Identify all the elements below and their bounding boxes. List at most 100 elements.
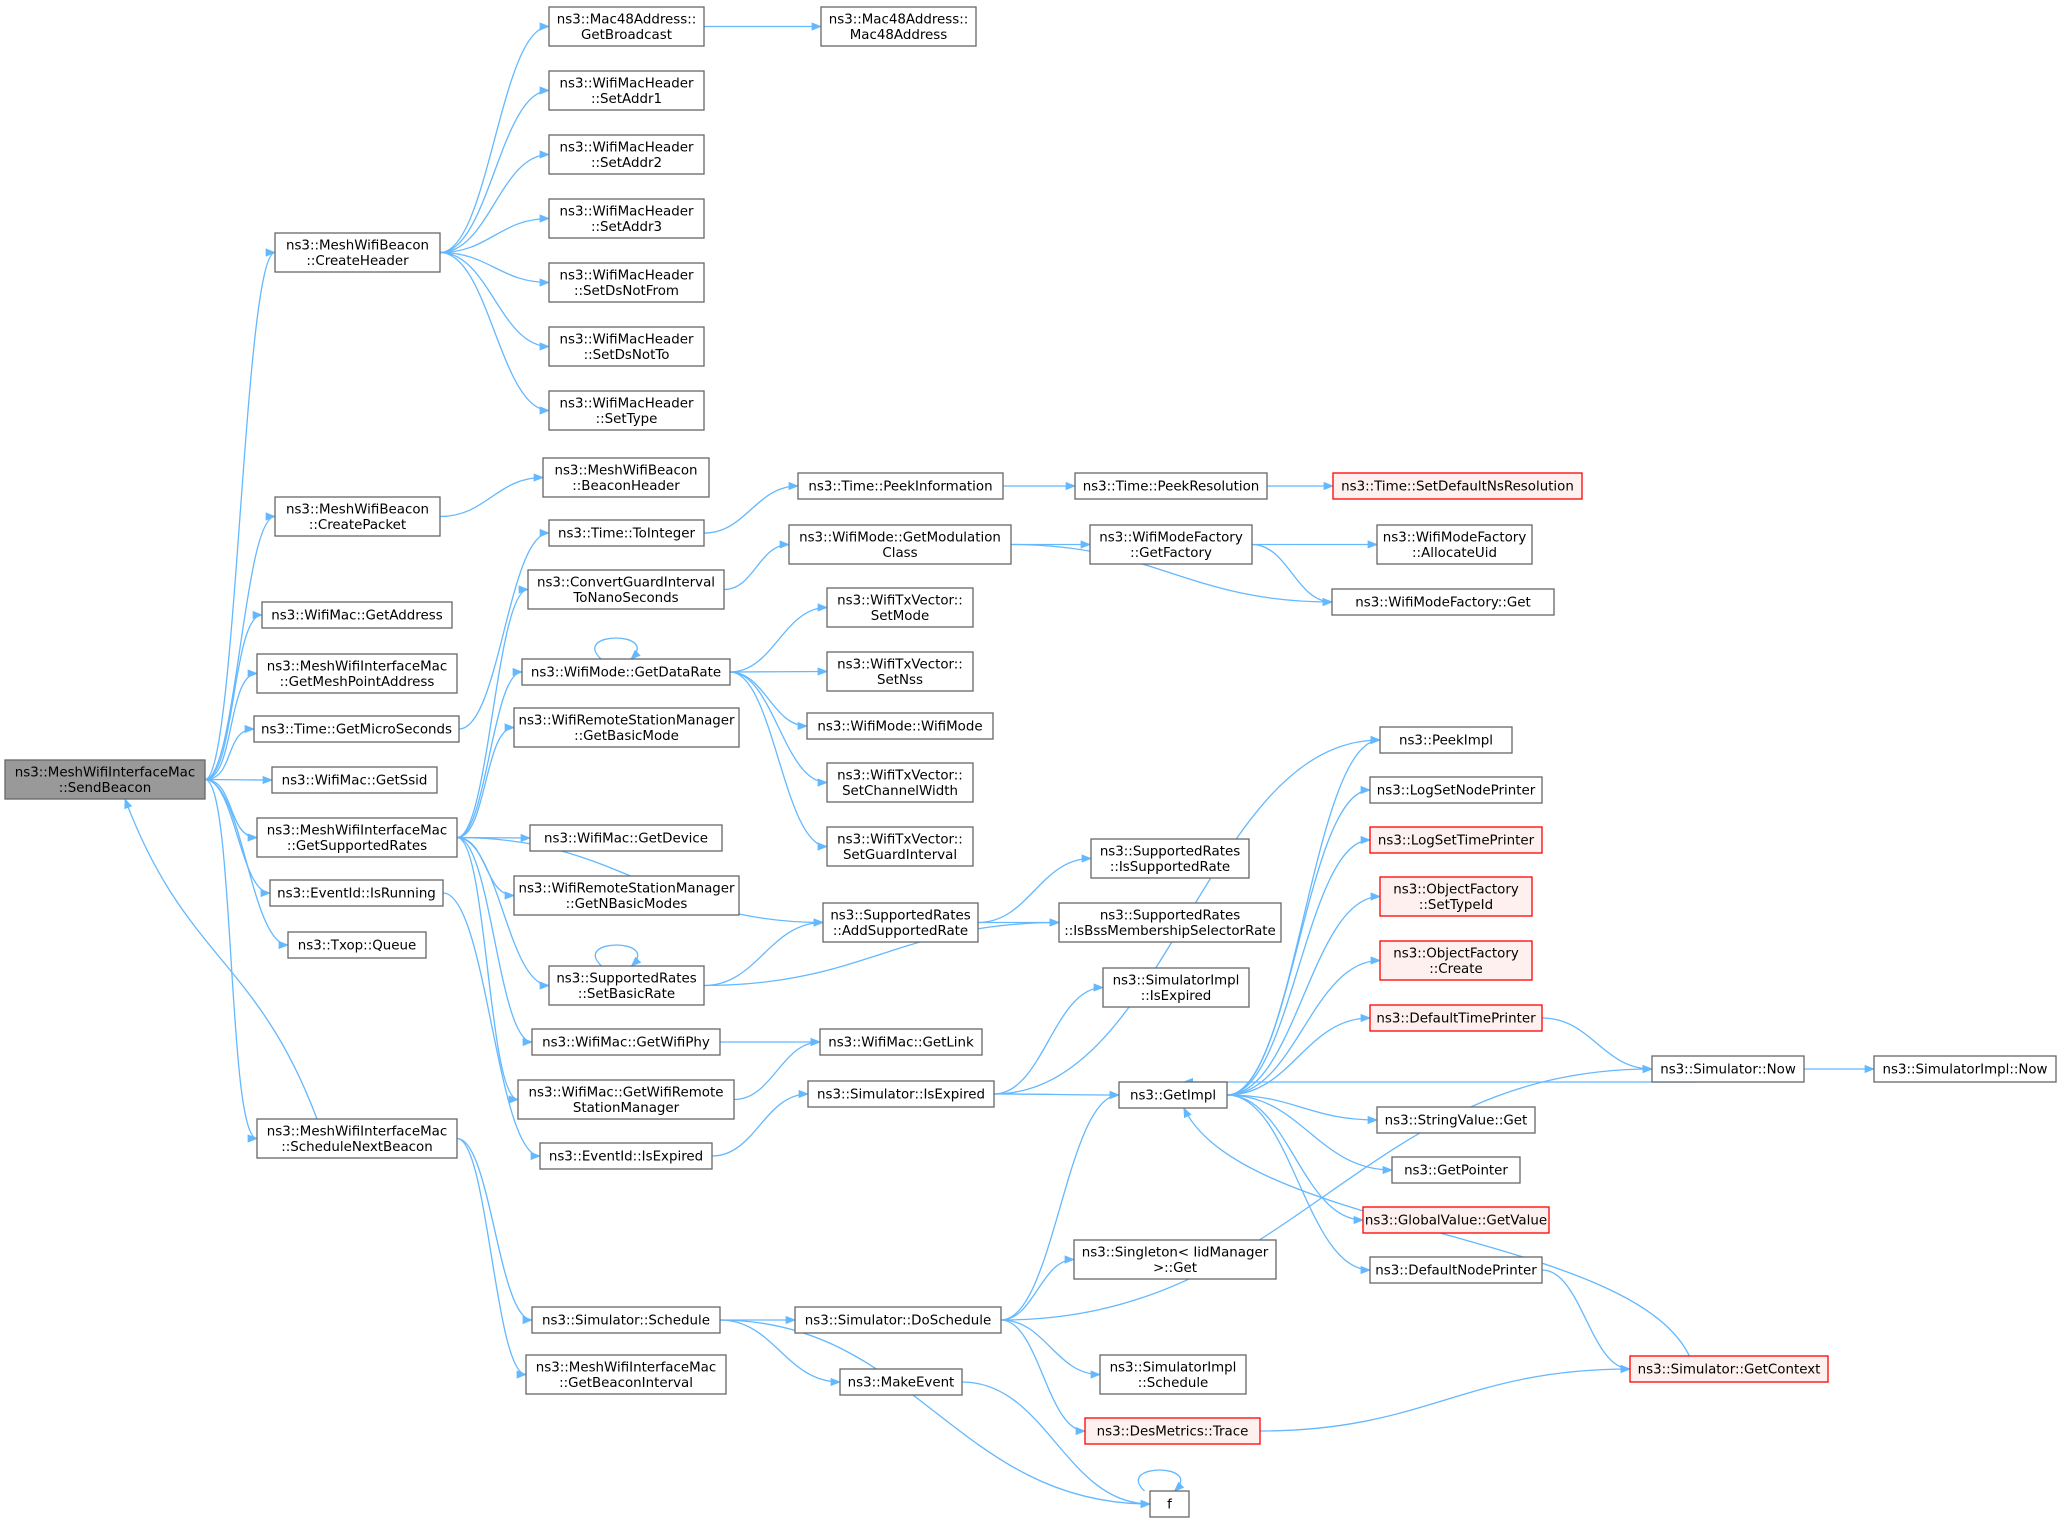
- node-createpacket[interactable]: ns3::MeshWifiBeacon::CreatePacket: [274, 496, 441, 537]
- node-label: ns3::WifiRemoteStationManager: [518, 713, 735, 728]
- node-box: [1089, 524, 1253, 565]
- node-modefactoryget[interactable]: ns3::WifiModeFactory::GetFactory: [1089, 524, 1253, 565]
- node-label: ::IsExpired: [1141, 989, 1212, 1004]
- node-label: ns3::WifiModeFactory: [1099, 530, 1243, 545]
- node-label: ns3::StringValue::Get: [1385, 1114, 1528, 1129]
- node-getimpl[interactable]: ns3::GetImpl: [1118, 1081, 1228, 1109]
- node-getlink[interactable]: ns3::WifiMac::GetLink: [819, 1028, 983, 1056]
- node-setguard[interactable]: ns3::WifiTxVector::SetGuardInterval: [826, 826, 974, 867]
- node-box: [1074, 472, 1268, 500]
- node-simisexpired[interactable]: ns3::Simulator::IsExpired: [807, 1080, 995, 1108]
- node-settypeid[interactable]: ns3::ObjectFactory::SetTypeId: [1379, 876, 1533, 917]
- node-label: ns3::WifiMode::WifiMode: [817, 720, 982, 735]
- node-getcontext[interactable]: ns3::Simulator::GetContext: [1629, 1355, 1829, 1383]
- node-stringvalueget[interactable]: ns3::StringValue::Get: [1376, 1106, 1536, 1134]
- node-globalvalue[interactable]: ns3::GlobalValue::GetValue: [1362, 1206, 1550, 1234]
- node-getmeshpoint[interactable]: ns3::MeshWifiInterfaceMac::GetMeshPointA…: [256, 653, 458, 694]
- node-queue[interactable]: ns3::Txop::Queue: [287, 931, 427, 959]
- node-label: ns3::MeshWifiInterfaceMac: [267, 823, 447, 838]
- node-logsettime[interactable]: ns3::LogSetTimePrinter: [1369, 826, 1543, 854]
- node-getbeaconinterval[interactable]: ns3::MeshWifiInterfaceMac::GetBeaconInte…: [525, 1354, 727, 1395]
- node-logsetnode[interactable]: ns3::LogSetNodePrinter: [1369, 776, 1543, 804]
- node-label: ns3::SupportedRates: [1100, 908, 1240, 923]
- node-box: [256, 817, 458, 858]
- node-label: ns3::Time::ToInteger: [558, 527, 696, 542]
- edge-getmicro-to-tointeger: [458, 528, 551, 730]
- node-isbss[interactable]: ns3::SupportedRates::IsBssMembershipSele…: [1058, 902, 1282, 943]
- node-getnbasicmodes[interactable]: ns3::WifiRemoteStationManager::GetNBasic…: [513, 875, 740, 916]
- node-setaddr3[interactable]: ns3::WifiMacHeader::SetAddr3: [548, 198, 705, 239]
- node-box: [548, 134, 705, 175]
- edge-getimpl-to-stringvalueget: [1226, 1094, 1379, 1125]
- node-issuprate[interactable]: ns3::SupportedRates::IsSupportedRate: [1090, 838, 1250, 879]
- node-label: f: [1167, 1498, 1172, 1513]
- node-beaconheader[interactable]: ns3::MeshWifiBeacon::BeaconHeader: [542, 457, 710, 498]
- node-eventisexpired[interactable]: ns3::EventId::IsExpired: [539, 1142, 713, 1170]
- node-mac48ctor[interactable]: ns3::Mac48Address::Mac48Address: [820, 6, 977, 47]
- node-getaddress[interactable]: ns3::WifiMac::GetAddress: [261, 601, 453, 629]
- node-getwifiphy[interactable]: ns3::WifiMac::GetWifiPhy: [531, 1028, 721, 1056]
- node-getsuprates[interactable]: ns3::MeshWifiInterfaceMac::GetSupportedR…: [256, 817, 458, 858]
- node-setchanwidth[interactable]: ns3::WifiTxVector::SetChannelWidth: [826, 762, 974, 803]
- node-box: [1379, 940, 1533, 981]
- node-makeevent[interactable]: ns3::MakeEvent: [839, 1368, 963, 1396]
- node-box: [525, 1354, 727, 1395]
- node-simimplnow[interactable]: ns3::SimulatorImpl::Now: [1873, 1055, 2057, 1083]
- node-setaddr1[interactable]: ns3::WifiMacHeader::SetAddr1: [548, 70, 705, 111]
- node-label: ns3::GetPointer: [1404, 1164, 1508, 1179]
- node-setdefaultns[interactable]: ns3::Time::SetDefaultNsResolution: [1332, 472, 1583, 500]
- node-tointeger[interactable]: ns3::Time::ToInteger: [548, 519, 705, 547]
- node-box: [521, 658, 731, 686]
- node-label: ns3::Time::PeekInformation: [808, 480, 992, 495]
- node-schedule[interactable]: ns3::Simulator::Schedule: [531, 1306, 721, 1334]
- node-setdsnotfrom[interactable]: ns3::WifiMacHeader::SetDsNotFrom: [548, 262, 705, 303]
- node-setaddr2[interactable]: ns3::WifiMacHeader::SetAddr2: [548, 134, 705, 175]
- node-simnow[interactable]: ns3::Simulator::Now: [1651, 1055, 1805, 1083]
- node-simimplisexpired[interactable]: ns3::SimulatorImpl::IsExpired: [1102, 967, 1250, 1008]
- node-peekinfo[interactable]: ns3::Time::PeekInformation: [797, 472, 1004, 500]
- node-mfget[interactable]: ns3::WifiModeFactory::Get: [1331, 588, 1555, 616]
- node-ofcreate[interactable]: ns3::ObjectFactory::Create: [1379, 940, 1533, 981]
- node-addsuprate[interactable]: ns3::SupportedRates::AddSupportedRate: [822, 902, 979, 943]
- node-label: ns3::WifiMode::GetModulation: [799, 530, 1001, 545]
- node-getpointer[interactable]: ns3::GetPointer: [1391, 1156, 1521, 1184]
- node-schednext[interactable]: ns3::MeshWifiInterfaceMac::ScheduleNextB…: [256, 1118, 458, 1159]
- node-f[interactable]: f: [1149, 1490, 1190, 1518]
- node-createheader[interactable]: ns3::MeshWifiBeacon::CreateHeader: [274, 232, 441, 273]
- node-getwifiremote[interactable]: ns3::WifiMac::GetWifiRemoteStationManage…: [517, 1079, 735, 1120]
- node-setdsnotto[interactable]: ns3::WifiMacHeader::SetDsNotTo: [548, 326, 705, 367]
- node-defaultnodeprinter[interactable]: ns3::DefaultNodePrinter: [1369, 1256, 1543, 1284]
- node-doschedule[interactable]: ns3::Simulator::DoSchedule: [794, 1306, 1002, 1334]
- node-label: ns3::WifiModeFactory: [1383, 530, 1527, 545]
- node-getdatarate[interactable]: ns3::WifiMode::GetDataRate: [521, 658, 731, 686]
- node-wifimode[interactable]: ns3::WifiMode::WifiMode: [806, 712, 994, 740]
- node-box: [513, 707, 740, 748]
- node-getssid[interactable]: ns3::WifiMac::GetSsid: [271, 766, 438, 794]
- node-isrunning[interactable]: ns3::EventId::IsRunning: [269, 879, 444, 907]
- node-setnss[interactable]: ns3::WifiTxVector::SetNss: [826, 651, 974, 692]
- node-setbasicrate[interactable]: ns3::SupportedRates::SetBasicRate: [548, 965, 705, 1006]
- node-box: [271, 766, 438, 794]
- node-getbroadcast[interactable]: ns3::Mac48Address::GetBroadcast: [548, 6, 705, 47]
- node-label: ns3::ObjectFactory: [1393, 882, 1519, 897]
- node-label: ns3::MeshWifiInterfaceMac: [536, 1360, 716, 1375]
- edge-addsuprate-to-issuprate: [977, 854, 1093, 924]
- node-getmicro[interactable]: ns3::Time::GetMicroSeconds: [253, 715, 460, 743]
- node-label: ns3::ConvertGuardInterval: [537, 575, 715, 590]
- node-allocuid[interactable]: ns3::WifiModeFactory::AllocateUid: [1376, 524, 1533, 565]
- node-setmode[interactable]: ns3::WifiTxVector::SetMode: [826, 587, 974, 628]
- node-peekres[interactable]: ns3::Time::PeekResolution: [1074, 472, 1268, 500]
- node-singletonget[interactable]: ns3::Singleton< IidManager>::Get: [1073, 1239, 1277, 1280]
- node-peekimpl[interactable]: ns3::PeekImpl: [1379, 726, 1513, 754]
- node-defaulttimeprinter[interactable]: ns3::DefaultTimePrinter: [1369, 1004, 1543, 1032]
- node-label: SetGuardInterval: [843, 848, 957, 863]
- node-getbasicmode[interactable]: ns3::WifiRemoteStationManager::GetBasicM…: [513, 707, 740, 748]
- node-label: Mac48Address: [850, 28, 948, 43]
- node-simimplschedule[interactable]: ns3::SimulatorImpl::Schedule: [1099, 1354, 1247, 1395]
- node-getdevice[interactable]: ns3::WifiMac::GetDevice: [529, 824, 723, 852]
- node-desmetrics[interactable]: ns3::DesMetrics::Trace: [1084, 1417, 1261, 1445]
- node-root[interactable]: ns3::MeshWifiInterfaceMac::SendBeacon: [4, 759, 206, 800]
- node-settype[interactable]: ns3::WifiMacHeader::SetType: [548, 390, 705, 431]
